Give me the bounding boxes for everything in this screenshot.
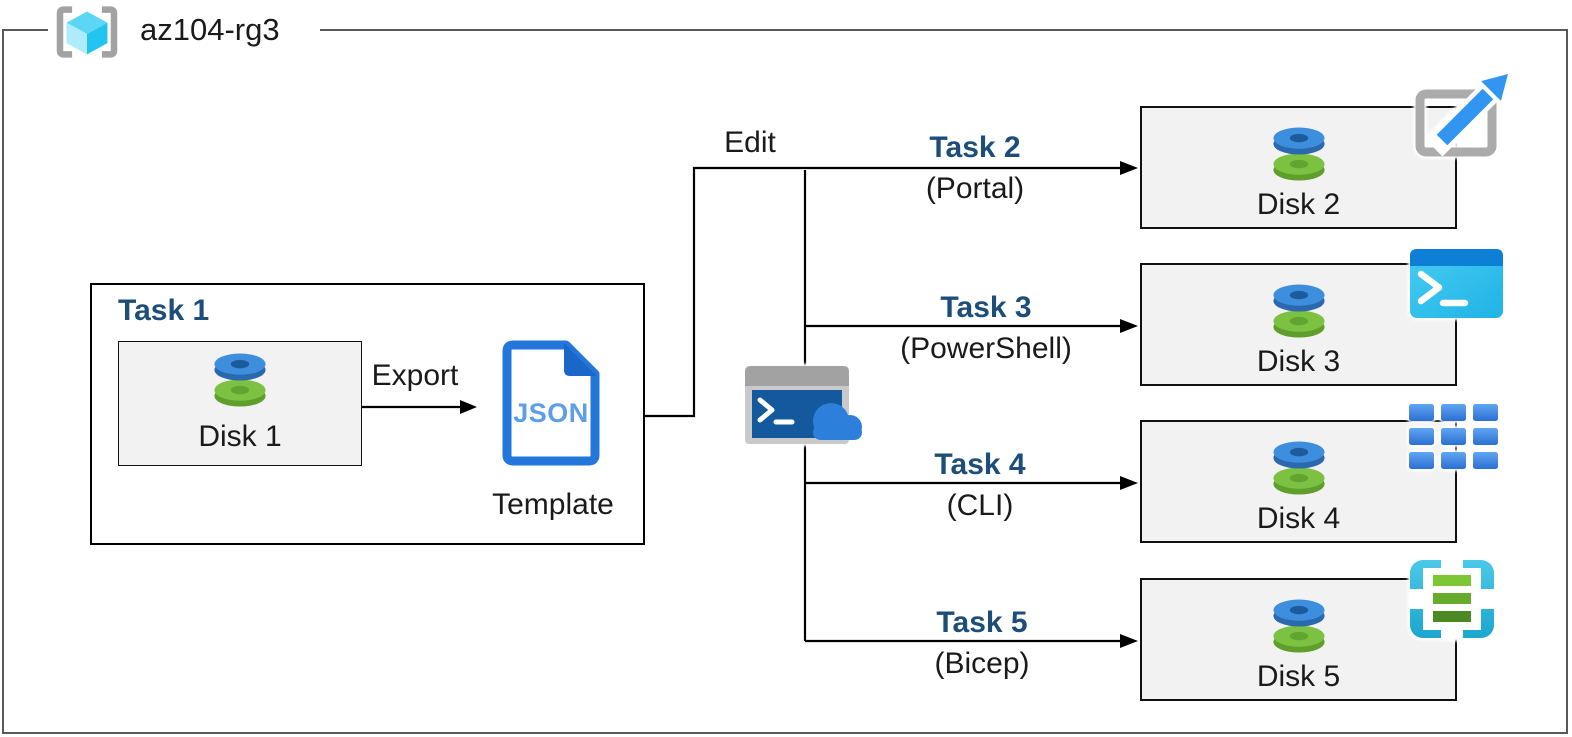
resource-group-label: az104-rg3 [140, 12, 280, 47]
managed-disk-icon [1272, 124, 1326, 186]
cli-grid-icon [1409, 404, 1498, 469]
disk1-box: Disk 1 [118, 341, 362, 466]
disk5-label: Disk 5 [1256, 660, 1341, 693]
bicep-icon [1410, 560, 1495, 639]
folded-corner [564, 343, 597, 376]
task4-label: Task 4 [934, 448, 1026, 481]
resource-group-frame [2, 29, 1568, 734]
task3-method-label: (PowerShell) [900, 332, 1072, 365]
task2-label: Task 2 [929, 131, 1021, 164]
cloud-glyph [813, 403, 862, 440]
cloud-shell-icon [745, 366, 862, 444]
disk3-box: Disk 3 [1140, 263, 1457, 386]
json-file-label: JSON [513, 398, 589, 428]
disk3-label: Disk 3 [1256, 345, 1341, 378]
task5-method-label: (Bicep) [934, 647, 1030, 680]
disk2-label: Disk 2 [1256, 188, 1341, 221]
disk4-box: Disk 4 [1140, 420, 1457, 543]
task3-label: Task 3 [940, 291, 1032, 324]
template-label: Template [492, 488, 614, 521]
edit-label: Edit [724, 126, 776, 159]
task1-label: Task 1 [118, 294, 210, 327]
managed-disk-icon [213, 350, 267, 412]
resource-group-icon [56, 6, 118, 58]
portal-launch-icon [1415, 69, 1513, 157]
disk1-label: Disk 1 [198, 420, 282, 453]
powershell-icon [1410, 249, 1503, 318]
task2-method-label: (Portal) [925, 172, 1025, 205]
managed-disk-icon [1272, 438, 1326, 500]
disk4-label: Disk 4 [1256, 502, 1341, 535]
managed-disk-icon [1272, 281, 1326, 343]
managed-disk-icon [1272, 596, 1326, 658]
json-file-icon: JSON [494, 336, 608, 470]
export-label: Export [371, 359, 459, 392]
task5-label: Task 5 [936, 606, 1028, 639]
disk5-box: Disk 5 [1140, 578, 1457, 701]
task4-method-label: (CLI) [946, 489, 1014, 522]
disk2-box: Disk 2 [1140, 106, 1457, 229]
